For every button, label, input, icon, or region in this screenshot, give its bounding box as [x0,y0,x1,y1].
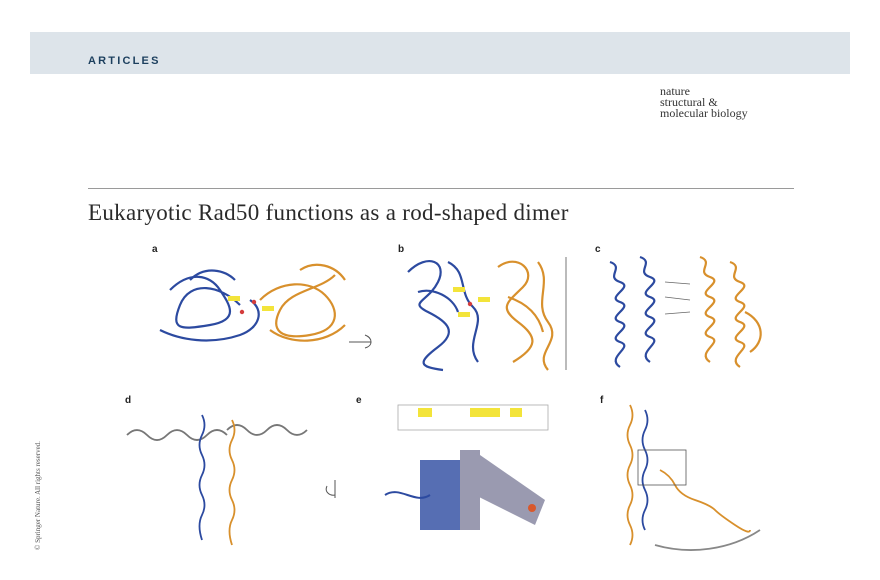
panel-a-structure [159,263,346,342]
journal-logo-line-1: nature [660,84,690,98]
title-divider [88,188,794,189]
journal-logo: nature structural & molecular biology [660,84,748,120]
panel-label-e: e [356,395,362,406]
panel-c-structure [609,255,762,368]
article-title: Eukaryotic Rad50 functions as a rod-shap… [88,200,569,225]
panel-label-a: a [152,244,158,255]
copyright-text: © Springer Nature. All rights reserved. [34,441,42,550]
panel-label-d: d [125,395,132,406]
panel-label-f: f [600,395,604,406]
rotation-icon-1 [349,334,372,349]
panel-f-structure [626,404,761,551]
panel-label-b: b [398,244,405,255]
section-label: ARTICLES [88,55,161,67]
rotation-icon-2 [325,480,336,498]
panel-label-c: c [595,244,601,255]
copyright-sidebar: © Springer Nature. All rights reserved. [34,441,42,550]
panel-d-structure [126,414,308,546]
header-banner [30,32,850,74]
journal-logo-line-2: structural & [660,95,718,109]
journal-logo-line-3: molecular biology [660,106,748,120]
panel-b-structure [407,257,567,372]
panel-e-structure [384,404,549,530]
